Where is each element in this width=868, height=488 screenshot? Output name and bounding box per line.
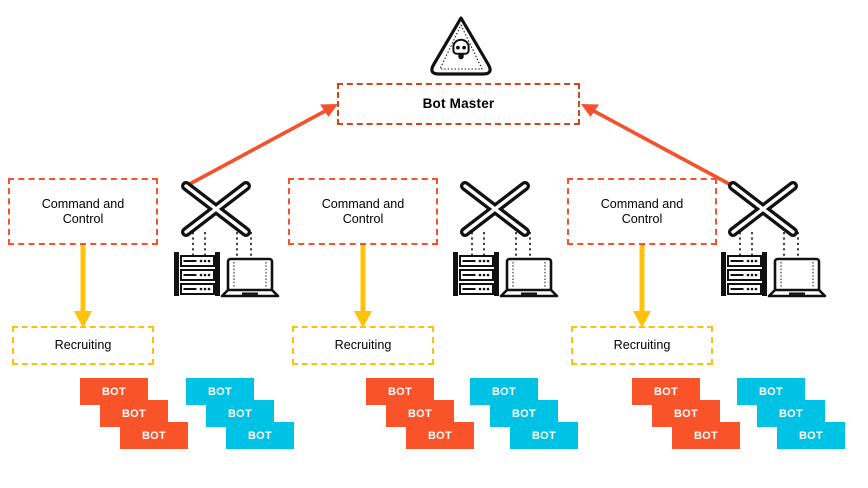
arrow-down-icon — [633, 245, 651, 328]
bot-card-label: BOT — [778, 407, 804, 420]
bot-card-label: BOT — [758, 385, 784, 398]
bot-master-box[interactable]: Bot Master — [337, 83, 580, 125]
bot-card[interactable]: BOT — [186, 378, 254, 405]
bot-card-label: BOT — [673, 407, 699, 420]
bot-card[interactable]: BOT — [120, 422, 188, 449]
arrow-down-icon — [354, 245, 372, 328]
server-rack-icon — [453, 252, 499, 296]
bot-card[interactable]: BOT — [777, 422, 845, 449]
blocked-x-icon — [181, 181, 251, 237]
blocked-x-icon — [460, 181, 530, 237]
bot-card[interactable]: BOT — [672, 422, 740, 449]
command-and-control-label: Command and Control — [321, 196, 405, 226]
bot-card[interactable]: BOT — [510, 422, 578, 449]
arrow-down-icon — [74, 245, 92, 328]
command-and-control-box[interactable]: Command and Control — [567, 178, 717, 245]
arrow-up-left-icon — [581, 104, 735, 188]
bot-card-label: BOT — [121, 407, 147, 420]
command-and-control-box[interactable]: Command and Control — [288, 178, 438, 245]
dotted-connector — [192, 232, 252, 262]
bot-card-label: BOT — [141, 429, 167, 442]
server-rack-icon — [174, 252, 220, 296]
dotted-connector — [471, 232, 531, 262]
bot-card-label: BOT — [101, 385, 127, 398]
recruiting-box[interactable]: Recruiting — [571, 326, 713, 365]
command-and-control-box[interactable]: Command and Control — [8, 178, 158, 245]
recruiting-label: Recruiting — [334, 338, 392, 353]
bot-master-label: Bot Master — [422, 96, 495, 112]
bot-card-label: BOT — [227, 407, 253, 420]
bot-card-label: BOT — [387, 385, 413, 398]
bot-card-label: BOT — [491, 385, 517, 398]
bot-card-label: BOT — [798, 429, 824, 442]
bot-card-label: BOT — [653, 385, 679, 398]
skull-warning-triangle-icon — [430, 16, 492, 76]
laptop-icon — [499, 257, 559, 298]
bot-card-label: BOT — [407, 407, 433, 420]
server-rack-icon — [721, 252, 767, 296]
bot-card-label: BOT — [511, 407, 537, 420]
command-and-control-label: Command and Control — [600, 196, 684, 226]
bot-card-label: BOT — [531, 429, 557, 442]
arrow-up-right-icon — [184, 104, 338, 188]
laptop-icon — [767, 257, 827, 298]
bot-card-label: BOT — [207, 385, 233, 398]
bot-card[interactable]: BOT — [226, 422, 294, 449]
bot-card[interactable]: BOT — [406, 422, 474, 449]
bot-card-label: BOT — [247, 429, 273, 442]
command-and-control-label: Command and Control — [41, 196, 125, 226]
dotted-connector — [739, 232, 799, 262]
bot-card-label: BOT — [427, 429, 453, 442]
bot-card[interactable]: BOT — [80, 378, 148, 405]
recruiting-label: Recruiting — [54, 338, 112, 353]
laptop-icon — [220, 257, 280, 298]
blocked-x-icon — [728, 181, 798, 237]
recruiting-box[interactable]: Recruiting — [12, 326, 154, 365]
recruiting-box[interactable]: Recruiting — [292, 326, 434, 365]
bot-card-label: BOT — [693, 429, 719, 442]
recruiting-label: Recruiting — [613, 338, 671, 353]
